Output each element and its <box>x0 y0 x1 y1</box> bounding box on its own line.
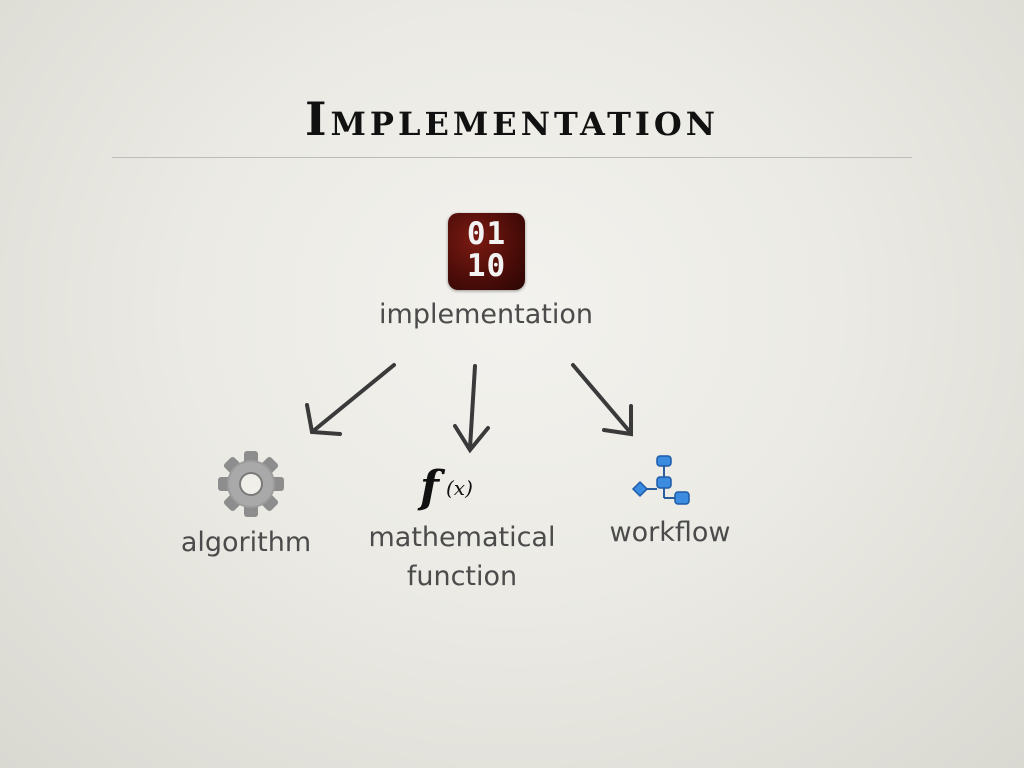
node-algorithm-label: algorithm <box>180 527 312 558</box>
node-mathematical-function-label-line2: function <box>406 561 518 592</box>
arrow-to-algorithm <box>305 363 396 436</box>
function-fx-icon: f (x) <box>416 462 506 522</box>
fx-icon-f: f <box>420 462 439 513</box>
arrow-to-workflow <box>571 363 633 437</box>
title-divider <box>112 157 912 158</box>
node-workflow-label: workflow <box>609 517 731 548</box>
workflow-flowchart-icon <box>631 455 690 505</box>
slide-title: Implementation <box>304 92 719 146</box>
node-implementation-label: implementation <box>379 299 593 330</box>
gear-icon <box>218 451 284 517</box>
arrow-to-mathematical-function <box>453 364 490 454</box>
node-mathematical-function-label-line1: mathematical <box>368 522 556 553</box>
binary-icon-row-1: 01 <box>466 216 507 252</box>
fx-icon-x: (x) <box>446 476 473 500</box>
binary-icon-row-2: 10 <box>466 248 507 284</box>
binary-code-icon: 01 10 <box>448 213 525 290</box>
